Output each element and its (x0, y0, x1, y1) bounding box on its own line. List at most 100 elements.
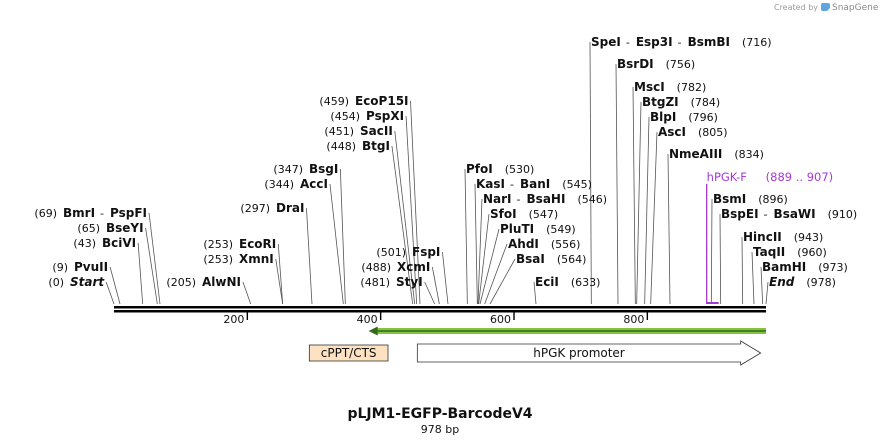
site-enzyme-name: BsmI (713, 192, 746, 206)
site-connector (329, 183, 344, 305)
site-connector (137, 242, 144, 305)
site-drai[interactable]: (297)DraI (240, 201, 304, 215)
site-position: (0) (48, 276, 64, 289)
site-enzyme-name: BsmBI (688, 35, 730, 49)
site-bsrdi[interactable]: BsrDI(756) (617, 57, 695, 71)
site-ecii[interactable]: EciI (633) (535, 275, 600, 289)
site-blpi[interactable]: BlpI(796) (650, 110, 718, 124)
site-asci[interactable]: AscI(805) (658, 125, 728, 139)
site-enzyme-name: Start (70, 275, 105, 289)
site-msci[interactable]: MscI(782) (634, 80, 706, 94)
site-connector (650, 131, 658, 305)
site-bsmi[interactable]: BsmI (896) (713, 192, 788, 206)
ruler-tick-label: 400 (357, 313, 378, 326)
feature-label: hPGK promoter (533, 346, 625, 360)
site-xcmi[interactable]: (488)XcmI (361, 260, 430, 274)
site-position: (344) (264, 178, 294, 191)
site-enzyme-name: AlwNI (202, 275, 241, 289)
site-position: (69) (34, 207, 57, 220)
credit-prefix: Created by (774, 3, 818, 12)
site-position: (782) (677, 81, 707, 94)
feature-arrow (416, 340, 762, 366)
site-ahdi[interactable]: AhdI(556) (508, 237, 580, 251)
site-enzyme-name: XmnI (239, 252, 274, 266)
site-connector (474, 183, 478, 305)
site-pvuii[interactable]: (9)PvuII (52, 260, 108, 274)
site-pfoi[interactable]: PfoI(530) (466, 162, 534, 176)
site-pspxi[interactable]: (454)PspXI (330, 109, 404, 123)
backbone-bottom-strand (114, 310, 766, 313)
orf-arrow[interactable] (368, 326, 766, 336)
site-pluti[interactable]: PluTI(549) (500, 222, 576, 236)
site-nmeaiii[interactable]: NmeAIII(834) (669, 147, 764, 161)
site-xmni[interactable]: (253)XmnI (203, 252, 273, 266)
site-fspi[interactable]: (501)FspI (376, 245, 440, 259)
map-title: pLJM1-EGFP-BarcodeV4 (347, 406, 532, 422)
site-bsai[interactable]: BsaI(564) (516, 252, 586, 266)
site-connector (667, 153, 671, 305)
site-position: (756) (666, 58, 696, 71)
site-connector (741, 236, 744, 305)
site-alwni[interactable]: (205)AlwNI (166, 275, 241, 289)
site-enzyme-name: BsaHI (527, 192, 566, 206)
site-connector (410, 100, 421, 305)
site-position: (545) (562, 178, 592, 191)
site-position: (973) (818, 261, 848, 274)
site-position: (454) (330, 110, 360, 123)
site-connector (477, 198, 483, 305)
site-bspei[interactable]: BspEI-BsaWI(910) (721, 207, 857, 221)
site-bamhi[interactable]: BamHI(973) (762, 260, 848, 274)
ruler-tick-label: 800 (623, 313, 644, 326)
site-end[interactable]: End(978) (769, 275, 836, 289)
site-bseyi[interactable]: (65)BseYI (77, 221, 143, 235)
site-connector (719, 213, 722, 305)
site-labels: (0) Start(9)PvuII (43)BciVI(65)BseYI (69) Bm… (34, 35, 857, 289)
site-connector (145, 227, 158, 305)
site-taqii[interactable]: TaqII(960) (753, 245, 827, 259)
site-spei[interactable]: SpeI-Esp3I-BsmBI(716) (591, 35, 772, 49)
site-enzyme-name: BmrI (63, 206, 95, 220)
feature-label: cPPT/CTS (321, 346, 377, 360)
site-enzyme-name: BanI (520, 177, 550, 191)
site-enzyme-name: NarI (483, 192, 512, 206)
site-enzyme-name: SacII (360, 124, 393, 138)
site-connector (339, 168, 346, 305)
site-enzyme-name: EcoRI (239, 237, 276, 251)
site-position: (805) (698, 126, 728, 139)
orf-arrowhead (368, 326, 378, 336)
site-ecori[interactable]: (253) EcoRI (203, 237, 276, 251)
site-bcivi[interactable]: (43)BciVI (73, 236, 136, 250)
site-styi[interactable]: (481)StyI (360, 275, 422, 289)
site-ecop15i[interactable]: (459)EcoP15I (319, 94, 408, 108)
site-position: (910) (828, 208, 858, 221)
site-connector (277, 243, 284, 305)
site-position: (633) (571, 276, 601, 289)
feature-cppt-cts[interactable]: cPPT/CTS (308, 344, 389, 362)
site-enzyme-name: AccI (300, 177, 328, 191)
site-enzyme-name: NmeAIII (669, 147, 722, 161)
site-position: (547) (529, 208, 559, 221)
primer-annotation[interactable]: hPGK-F(889 .. 907) (706, 170, 834, 304)
site-position: (253) (203, 238, 233, 251)
site-position: (896) (758, 193, 788, 206)
site-acci[interactable]: (344) AccI (264, 177, 328, 191)
site-connector (391, 145, 414, 305)
site-sacii[interactable]: (451)SacII (324, 124, 392, 138)
site-connector (710, 198, 713, 305)
site-start[interactable]: (0) Start (48, 275, 105, 289)
site-hincii[interactable]: HincII(943) (743, 230, 823, 244)
site-btgi[interactable]: (448)BtgI (326, 139, 390, 153)
site-connector (424, 281, 436, 305)
feature-track[interactable]: cPPT/CTS hPGK promoter (308, 340, 762, 366)
snapgene-credit[interactable]: Created by SnapGene (774, 3, 879, 13)
site-sfoi[interactable]: SfoI(547) (490, 207, 558, 221)
site-bsgi[interactable]: (347)BsgI (273, 162, 338, 176)
site-nari[interactable]: NarI-BsaHI(546) (483, 192, 607, 206)
site-kasi[interactable]: KasI-BanI(545) (476, 177, 592, 191)
site-enzyme-name: FspI (412, 245, 440, 259)
site-bmri[interactable]: (69)BmrI-PspFI (34, 206, 147, 220)
site-enzyme-name: EciI (535, 275, 559, 289)
site-enzyme-name: BtgI (362, 139, 390, 153)
site-btgzi[interactable]: BtgZI(784) (642, 95, 720, 109)
feature-hpgk-promoter[interactable]: hPGK promoter (416, 340, 762, 366)
